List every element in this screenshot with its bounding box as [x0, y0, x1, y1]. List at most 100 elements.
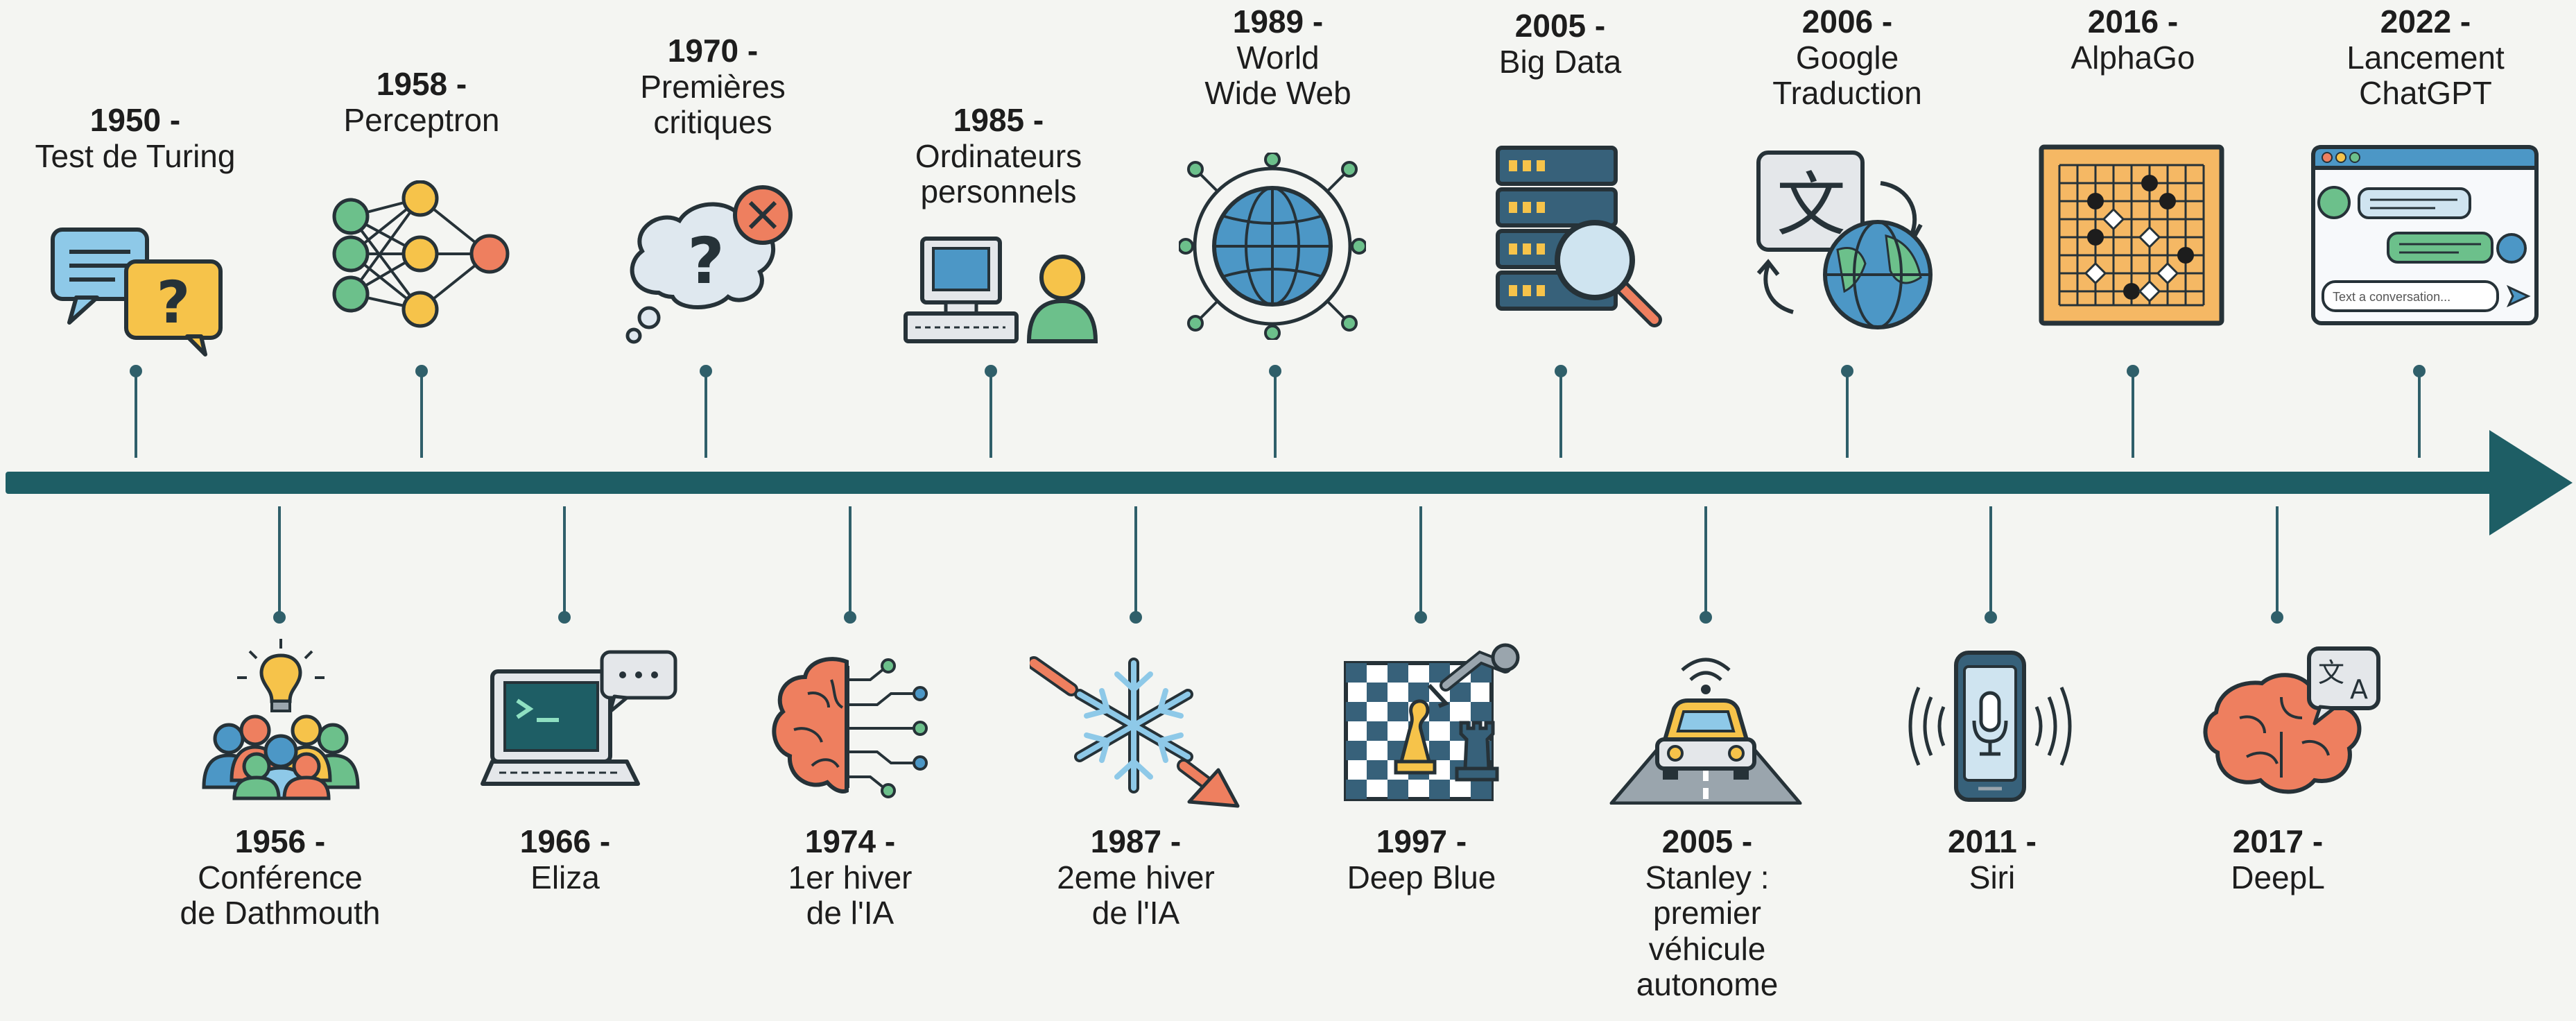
event-dot — [1415, 611, 1427, 624]
event-stem — [420, 371, 423, 458]
event-year: 2016 - — [2087, 3, 2179, 40]
people-lightbulb-icon — [202, 639, 360, 800]
event-stem — [989, 371, 992, 458]
event-year: 1985 - — [953, 102, 1044, 138]
event-dot — [1985, 611, 1997, 624]
event-label-1985: 1985 - Ordinateurs personnels — [853, 102, 1144, 210]
event-label-2005-big-data: 2005 - Big Data — [1415, 8, 1706, 80]
event-name-line: de l'IA — [1091, 895, 1180, 932]
event-name-line: Wide Web — [1204, 75, 1351, 112]
event-name-line: de Dathmouth — [180, 895, 381, 932]
event-dot — [985, 365, 997, 377]
event-stem — [849, 506, 852, 617]
go-board-icon — [2039, 144, 2224, 326]
event-label-2022: 2022 - Lancement ChatGPT — [2280, 3, 2571, 112]
event-name-line: 2eme hiver — [1057, 859, 1215, 895]
event-year: 2005 - — [1661, 823, 1753, 859]
event-name-line: véhicule — [1648, 930, 1766, 967]
event-label-1966: 1966 - Eliza — [420, 823, 711, 895]
event-name-line: Eliza — [530, 859, 600, 895]
event-label-1974: 1974 - 1er hiver de l'IA — [704, 823, 996, 932]
event-name-line: AlphaGo — [2071, 39, 2195, 76]
thought-question-icon: ? — [625, 185, 793, 344]
event-name-line: Google — [1795, 39, 1899, 76]
event-dot — [2271, 611, 2283, 624]
event-stem — [2418, 371, 2421, 458]
event-year: 1966 - — [519, 823, 611, 859]
event-name-line: ChatGPT — [2359, 75, 2492, 112]
event-dot — [2127, 365, 2139, 377]
event-dot — [415, 365, 428, 377]
event-label-2006: 2006 - Google Traduction — [1702, 3, 1993, 112]
event-name-line: Stanley : — [1645, 859, 1770, 895]
event-name-line: Big Data — [1498, 43, 1622, 80]
event-dot — [273, 611, 286, 624]
chat-input-placeholder: Text a conversation... — [2333, 290, 2451, 304]
event-stem — [704, 371, 707, 458]
event-year: 1974 - — [804, 823, 896, 859]
event-name-line: 1er hiver — [788, 859, 913, 895]
event-stem — [1989, 506, 1992, 617]
svg-text:?: ? — [687, 224, 724, 298]
event-dot — [700, 365, 712, 377]
event-dot — [130, 365, 142, 377]
event-dot — [2413, 365, 2426, 377]
event-dot — [1841, 365, 1853, 377]
brain-circuit-icon — [772, 657, 928, 798]
event-stem — [135, 371, 137, 458]
event-name-line: Conférence — [198, 859, 363, 895]
event-label-2017: 2017 - DeepL — [2132, 823, 2423, 895]
event-stem — [1559, 371, 1562, 458]
translate-globe-icon: 文 — [1756, 151, 1933, 329]
brain-translate-icon: 文 A — [2203, 646, 2380, 794]
database-search-icon — [1496, 146, 1662, 327]
event-name-line: Ordinateurs — [915, 137, 1082, 174]
event-year: 2005 - — [1514, 8, 1606, 44]
event-dot — [844, 611, 856, 624]
event-year: 1997 - — [1376, 823, 1467, 859]
chat-window-icon: Text a conversation... — [2310, 144, 2539, 326]
event-year: 1950 - — [89, 102, 181, 138]
event-name-line: Deep Blue — [1347, 859, 1496, 895]
timeline-axis — [6, 472, 2495, 494]
event-year: 2022 - — [2380, 3, 2471, 40]
event-stem — [1704, 506, 1707, 617]
autonomous-car-icon — [1609, 658, 1802, 805]
event-dot — [1700, 611, 1712, 624]
event-year: 1989 - — [1232, 3, 1324, 40]
event-name-line: World — [1236, 39, 1320, 76]
event-name-line: personnels — [920, 173, 1077, 210]
event-label-2016: 2016 - AlphaGo — [1987, 3, 2279, 76]
event-name-line: critiques — [653, 104, 772, 141]
personal-computer-icon — [904, 237, 1098, 343]
event-year: 2017 - — [2232, 823, 2324, 859]
snowflake-decline-icon — [1030, 656, 1240, 808]
event-stem — [563, 506, 566, 617]
event-name-line: Test de Turing — [35, 137, 236, 174]
timeline-arrowhead — [2489, 430, 2573, 535]
event-label-1956: 1956 - Conférence de Dathmouth — [135, 823, 426, 932]
event-dot — [1555, 365, 1567, 377]
event-label-1958: 1958 - Perceptron — [276, 66, 567, 138]
event-label-2005-stanley: 2005 - Stanley : premier véhicule autono… — [1562, 823, 1853, 1003]
event-name-line: premier — [1653, 895, 1761, 932]
globe-network-icon — [1179, 153, 1366, 340]
event-stem — [1846, 371, 1849, 458]
event-name-line: Lancement — [2346, 39, 2505, 76]
event-stem — [1274, 371, 1277, 458]
svg-text:A: A — [2350, 674, 2368, 705]
event-label-1987: 1987 - 2eme hiver de l'IA — [990, 823, 1281, 932]
event-name-line: Perceptron — [343, 101, 500, 138]
event-year: 1958 - — [376, 66, 467, 102]
event-name-line: Traduction — [1772, 75, 1922, 112]
svg-text:?: ? — [157, 268, 191, 336]
event-year: 2006 - — [1801, 3, 1893, 40]
event-name-line: autonome — [1636, 966, 1779, 1003]
event-label-2011: 2011 - Siri — [1847, 823, 2138, 895]
event-label-1950: 1950 - Test de Turing — [0, 102, 281, 174]
phone-voice-icon — [1908, 651, 2072, 802]
event-name-line: Siri — [1969, 859, 2016, 895]
chat-bubbles-icon: ? — [51, 228, 223, 357]
event-label-1970: 1970 - Premières critiques — [567, 33, 858, 141]
event-stem — [278, 506, 281, 617]
